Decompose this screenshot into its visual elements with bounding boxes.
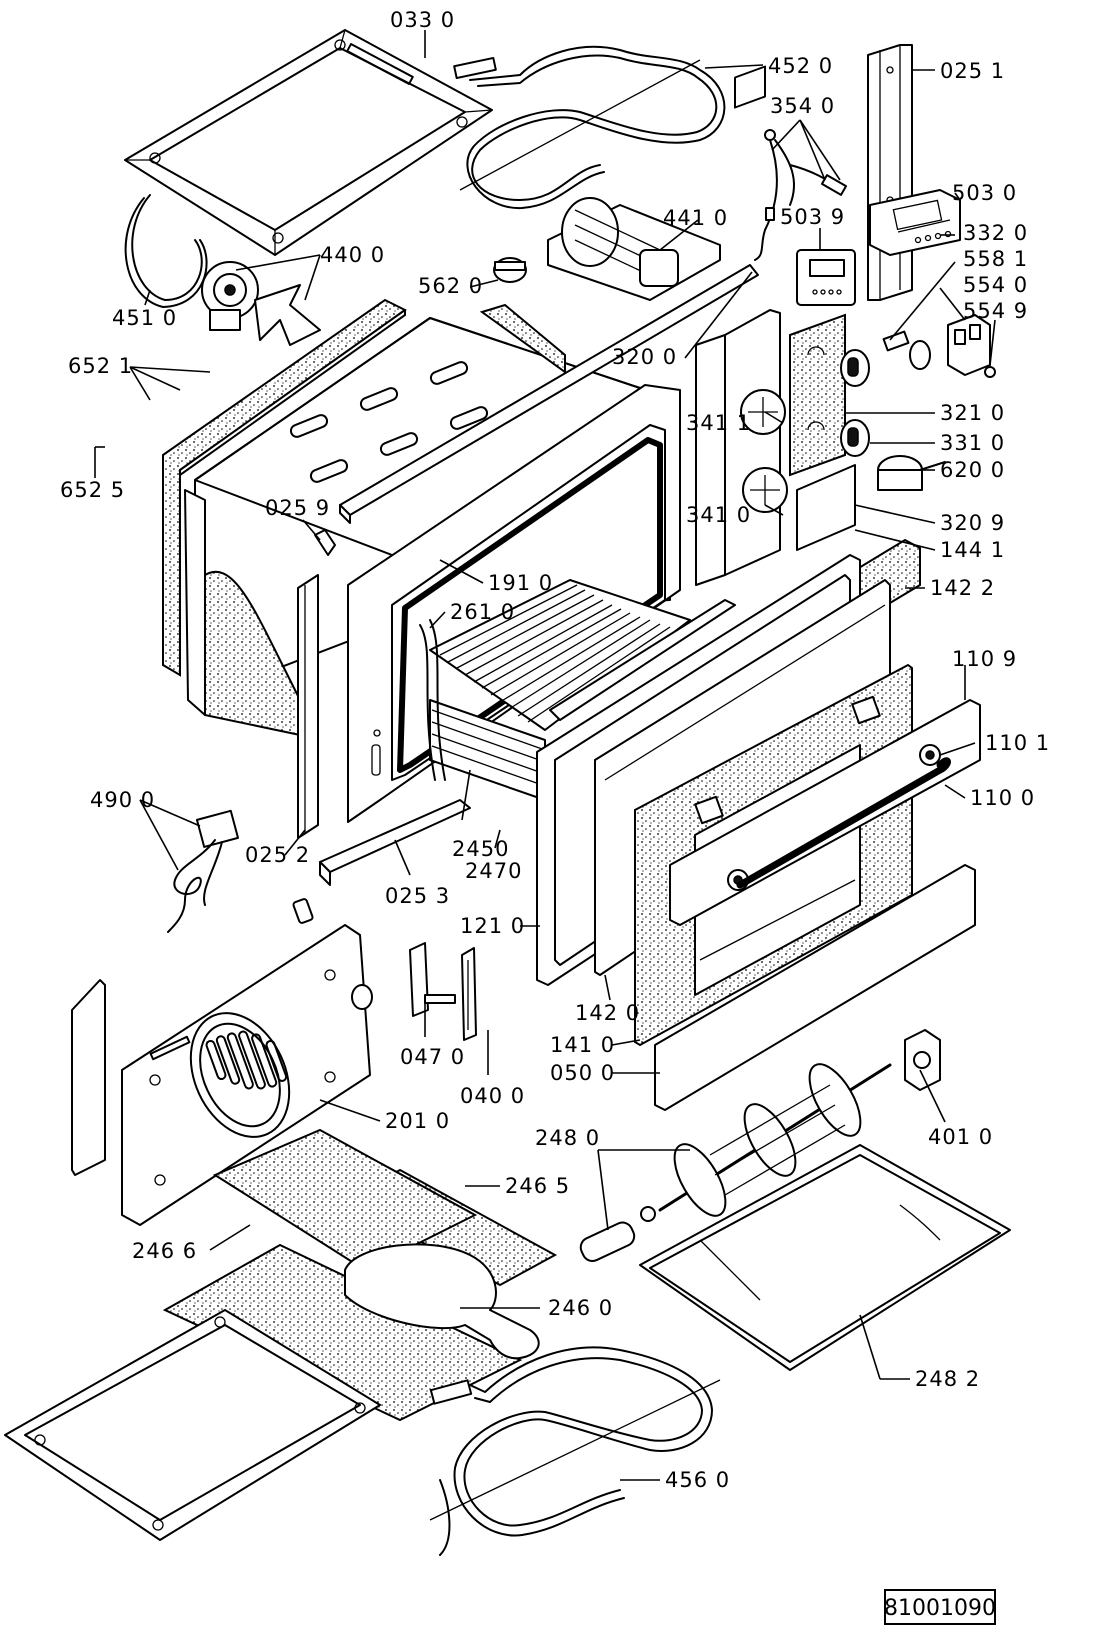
- sensor-wires: [754, 129, 848, 261]
- callout-2482: 248 2: [915, 1367, 980, 1391]
- callout-2466: 246 6: [132, 1239, 197, 1263]
- callout-3310: 331 0: [940, 431, 1005, 455]
- terminal-block-parts: [882, 314, 996, 378]
- callout-6521: 652 1: [68, 354, 133, 378]
- callout-5030: 503 0: [952, 181, 1017, 205]
- callout-1210: 121 0: [460, 914, 525, 938]
- callout-4400: 440 0: [320, 243, 385, 267]
- door-bottom-bar: [654, 864, 976, 1111]
- callout-1101: 110 1: [985, 731, 1050, 755]
- callout-5620: 562 0: [418, 274, 483, 298]
- power-cable: [167, 809, 240, 933]
- callout-3540: 354 0: [770, 94, 835, 118]
- callout-0251: 025 1: [940, 59, 1005, 83]
- callout-1410: 141 0: [550, 1033, 615, 1057]
- rear-fan-cover-panel: [121, 924, 373, 1226]
- callout-0252: 025 2: [245, 843, 310, 867]
- door-handle-panel: [669, 699, 981, 926]
- rotisserie-handle: [579, 1206, 656, 1262]
- callout-6200: 620 0: [940, 458, 1005, 482]
- callout-4560: 456 0: [665, 1468, 730, 1492]
- electronic-timer-module: [869, 189, 961, 256]
- diagram-reference-box: 81001090: [884, 1589, 996, 1625]
- callout-1422: 142 2: [930, 576, 995, 600]
- oven-shelf-rack: [419, 579, 736, 801]
- bottom-drip-tray: [4, 1309, 381, 1541]
- door-seal-loop: [124, 194, 208, 308]
- small-insulation-pad: [796, 464, 856, 551]
- callout-3210: 321 0: [940, 401, 1005, 425]
- callout-1420: 142 0: [575, 1001, 640, 1025]
- callout-2610: 261 0: [450, 600, 515, 624]
- small-bracket: [314, 529, 336, 556]
- knob-control-panel: [789, 313, 870, 477]
- callout-3411: 341 1: [686, 411, 751, 435]
- callout-0400: 040 0: [460, 1084, 525, 1108]
- fan-motor-assembly: [201, 261, 321, 346]
- callout-4010: 401 0: [928, 1125, 993, 1149]
- tangential-cooling-fan: [547, 197, 721, 301]
- callout-1910: 191 0: [488, 571, 553, 595]
- callout-3200: 320 0: [612, 345, 677, 369]
- callout-2460: 246 0: [548, 1296, 613, 1320]
- callout-0330: 033 0: [390, 8, 455, 32]
- callout-0500: 050 0: [550, 1061, 615, 1085]
- callout-0259: 025 9: [265, 496, 330, 520]
- leader-lines: [94, 30, 996, 1481]
- left-side-strip: [71, 979, 106, 1176]
- callout-2010: 201 0: [385, 1109, 450, 1133]
- callout-4410: 441 0: [663, 206, 728, 230]
- callout-4520: 452 0: [768, 54, 833, 78]
- thermostat-part: [493, 257, 527, 283]
- callout-3410: 341 0: [686, 503, 751, 527]
- callout-5581: 558 1: [963, 247, 1028, 271]
- callout-0470: 047 0: [400, 1045, 465, 1069]
- callout-4510: 451 0: [112, 306, 177, 330]
- door-hinges: [409, 942, 477, 1041]
- bottom-heating-element: [429, 1346, 721, 1556]
- top-cover-plate: [124, 29, 493, 256]
- callout-labels: 033 0 452 0 025 1 354 0 503 0 332 0 503 …: [60, 8, 1050, 1492]
- callout-0253: 025 3: [385, 884, 450, 908]
- control-frame: [695, 65, 788, 586]
- rotisserie-spit: [658, 1063, 892, 1217]
- callout-5540: 554 0: [963, 273, 1028, 297]
- rotisserie-motor: [904, 1029, 941, 1091]
- callout-2480: 248 0: [535, 1126, 600, 1150]
- callout-4900: 490 0: [90, 788, 155, 812]
- control-panel-bar: [339, 264, 759, 524]
- callout-3209: 320 9: [940, 511, 1005, 535]
- callout-2450: 2450: [452, 837, 509, 861]
- callout-1100: 110 0: [970, 786, 1035, 810]
- callout-1109: 110 9: [952, 647, 1017, 671]
- top-heating-element: [453, 45, 726, 210]
- wire-grill-rack: [639, 1144, 1011, 1371]
- front-vertical-rail: [297, 574, 319, 839]
- side-mounting-rail: [867, 44, 913, 301]
- pizza-stone-set: [162, 1128, 558, 1422]
- selector-switch: [877, 455, 946, 491]
- callout-2465: 246 5: [505, 1174, 570, 1198]
- callout-5039: 503 9: [780, 205, 845, 229]
- callout-3320: 332 0: [963, 221, 1028, 245]
- timer-faceplate: [796, 249, 856, 306]
- bottom-side-rail: [319, 799, 471, 886]
- standoff-spacer: [292, 898, 314, 924]
- callout-5549: 554 9: [963, 299, 1028, 323]
- diagram-reference-number: 81001090: [884, 1596, 996, 1621]
- callout-6525: 652 5: [60, 478, 125, 502]
- callout-1441: 144 1: [940, 538, 1005, 562]
- callout-2470: 2470: [465, 859, 522, 883]
